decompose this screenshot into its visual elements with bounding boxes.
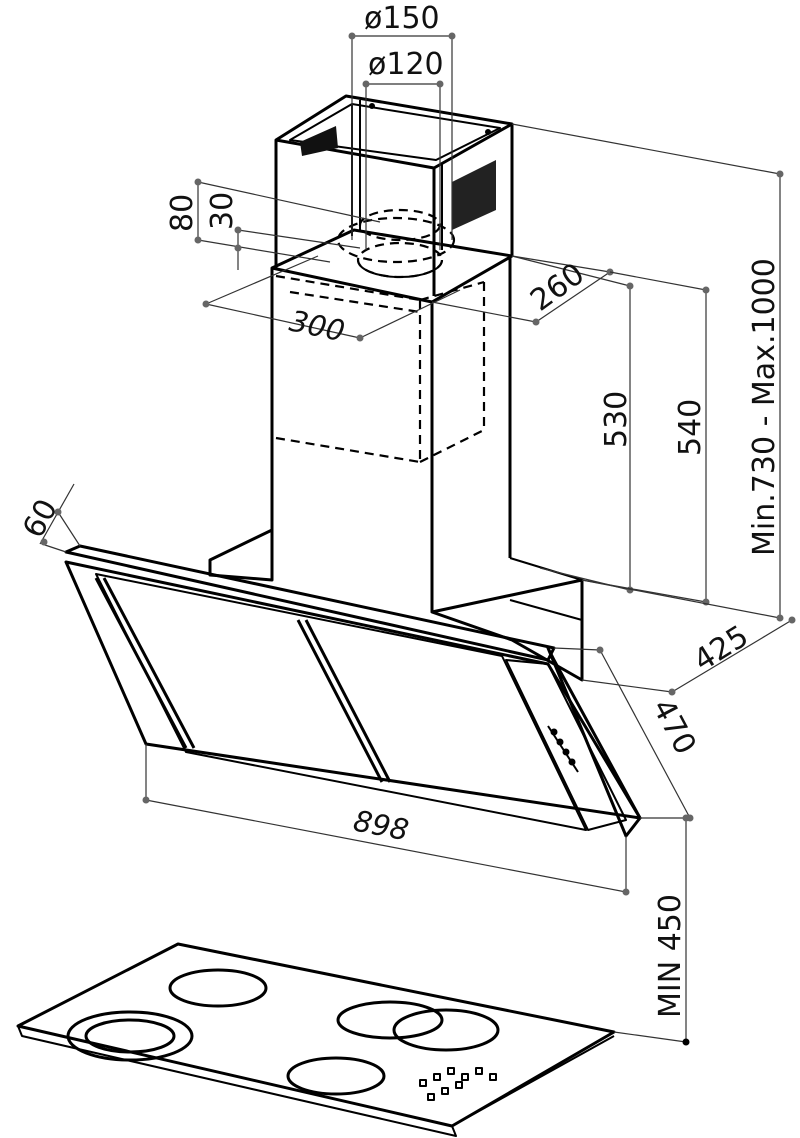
label-chimney-upper-height: 540 (673, 399, 708, 456)
burner-front-left-inner (84, 1018, 176, 1054)
touch-controls (419, 1067, 497, 1101)
dimension-lines (39, 32, 796, 1046)
label-hood-depth-top: 425 (688, 619, 755, 679)
label-duct-outer-diameter: ø150 (364, 1, 440, 36)
label-offset-30: 30 (205, 192, 240, 230)
dimension-labels: ø150 ø120 80 30 300 260 530 540 Min.730 … (16, 1, 782, 1018)
chimney-lower-section (270, 228, 514, 612)
burner-front-left-outer (66, 1010, 194, 1062)
burner-back-right (336, 1000, 444, 1040)
burner-back-left (168, 968, 268, 1008)
hood-canopy (64, 528, 642, 838)
label-min-clearance: MIN 450 (653, 894, 688, 1018)
label-offset-80: 80 (165, 194, 200, 232)
cooktop (16, 942, 616, 1137)
chimney-upper-section (274, 94, 514, 296)
label-chimney-depth: 260 (524, 256, 591, 318)
control-buttons (547, 725, 579, 773)
label-total-height-range: Min.730 - Max.1000 (747, 258, 782, 556)
vent-slot (300, 126, 338, 156)
label-chimney-width: 300 (287, 304, 348, 349)
burner-front-center (286, 1056, 386, 1096)
vent-panel (452, 160, 496, 230)
label-canopy-thickness: 60 (16, 494, 65, 544)
burner-right-large (392, 1008, 500, 1052)
label-chimney-lower-height: 530 (599, 391, 634, 448)
label-duct-inner-diameter: ø120 (368, 47, 444, 82)
